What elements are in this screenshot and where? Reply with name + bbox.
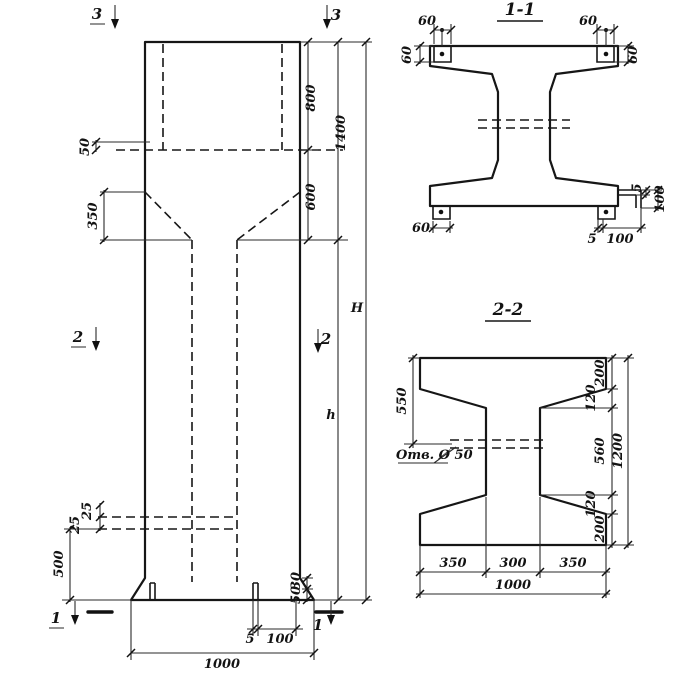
section-marker-1-left: 1 (51, 609, 61, 627)
dim-25-a: 25 (80, 502, 95, 521)
dimension-ticks (415, 25, 663, 233)
marker-underlines (49, 23, 105, 629)
section-1-1-outline (428, 44, 620, 208)
dim-500: 500 (52, 550, 67, 577)
dim-200-top: 200 (593, 359, 608, 387)
dim-60-top-right: 60 (579, 14, 597, 29)
section-marker-1-right: 1 (313, 616, 323, 634)
dim-1000: 1000 (204, 657, 240, 672)
dimension-lines (62, 41, 372, 660)
dim-350-right: 350 (559, 556, 586, 571)
dim-50: 50 (78, 138, 93, 156)
section-1-1-view: 1-1 60 60 60 60 60 5 100 5 100 (400, 0, 668, 247)
hole-hidden-lines (450, 439, 545, 449)
dim-120-top: 120 (584, 384, 599, 411)
dim-5-right: 5 (630, 183, 645, 192)
hole-label: Отв. Ø 50 (396, 448, 473, 463)
dim-H: H (350, 301, 364, 316)
hidden-lines (98, 44, 343, 582)
plate-dot-br (603, 209, 609, 215)
section-marker-3-left: 3 (92, 5, 102, 23)
dim-60-left: 60 (400, 46, 415, 64)
dim-120-bottom: 120 (584, 490, 599, 517)
dim-60-top-left: 60 (418, 14, 436, 29)
dim-560: 560 (593, 437, 608, 464)
dim-350-left: 350 (439, 556, 466, 571)
elevation-view: 3 3 2 2 1 1 50 350 800 600 1400 h H 25 2… (49, 5, 372, 672)
base-tabs (149, 582, 259, 600)
dimension-ticks (408, 353, 633, 599)
dim-600: 600 (304, 183, 319, 210)
dim-350: 350 (86, 202, 101, 229)
dim-1400: 1400 (334, 115, 349, 151)
dim-1000: 1000 (495, 578, 531, 593)
corner-bracket (618, 189, 642, 208)
section-marker-2-left: 2 (72, 328, 83, 346)
section-2-2-view: 2-2 Отв. Ø 50 550 200 120 560 120 200 12… (395, 300, 634, 599)
dim-100-bottom: 100 (606, 232, 633, 247)
dim-550: 550 (395, 387, 410, 414)
plate-dot-bl (438, 209, 444, 215)
plate-dot-tr (603, 51, 609, 57)
dim-100-right: 100 (653, 185, 668, 212)
section-marker-2-right: 2 (320, 330, 331, 348)
dim-100: 100 (266, 632, 293, 647)
section-2-2-title: 2-2 (492, 300, 524, 320)
dim-h: h (326, 408, 335, 423)
section-marker-3-right: 3 (331, 6, 341, 24)
section-1-1-title: 1-1 (505, 0, 536, 20)
dim-60-bottom-left: 60 (412, 221, 430, 236)
section-arrow-lines (74, 5, 332, 617)
dim-50-base: 50 (289, 586, 304, 604)
dim-5: 5 (245, 632, 254, 647)
dim-200-bottom: 200 (593, 515, 608, 543)
dim-5-bottom: 5 (587, 232, 596, 247)
section-arrow-heads (71, 19, 335, 625)
web-hidden-lines (478, 119, 570, 129)
dimension-ticks (65, 37, 371, 658)
anchor-pins (441, 30, 607, 46)
dim-800: 800 (304, 84, 319, 111)
corner-plates (432, 45, 616, 220)
dim-300: 300 (499, 556, 526, 571)
dim-60-right: 60 (626, 46, 641, 64)
hole-leader (398, 446, 457, 464)
dim-30: 30 (289, 572, 304, 590)
dim-1200: 1200 (611, 433, 626, 469)
plate-dot-tl (439, 51, 445, 57)
dim-25-b: 25 (68, 516, 83, 535)
